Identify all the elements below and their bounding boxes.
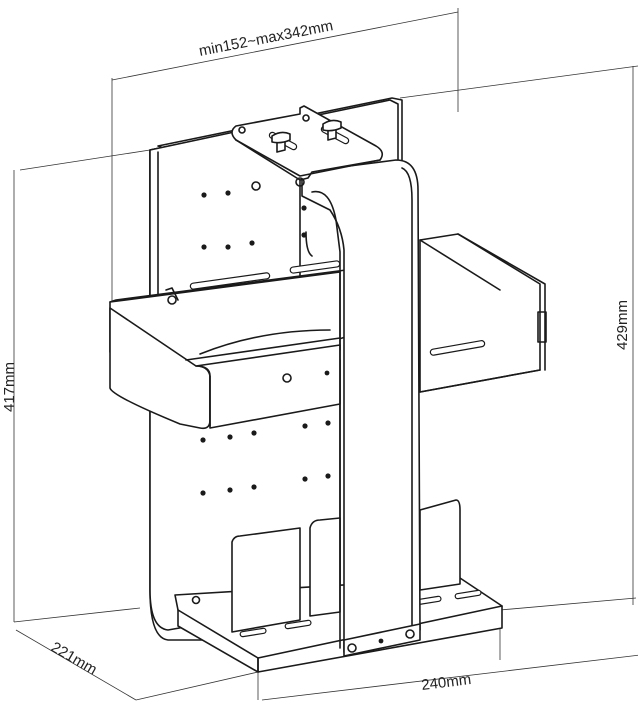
dimension-lines [13,8,638,701]
front-tray [109,269,347,430]
height-left-label: 417mm [1,362,18,412]
top-adjust-bracket [231,105,384,187]
right-shelf [419,233,547,393]
depth-label: 221mm [48,639,100,679]
bottom-width-label: 240mm [420,671,472,694]
adjustable-strap [301,159,421,657]
lower-hole-pattern [200,420,331,496]
height-right-label: 429mm [614,300,631,350]
width-range-label: min152~max342mm [198,17,335,60]
